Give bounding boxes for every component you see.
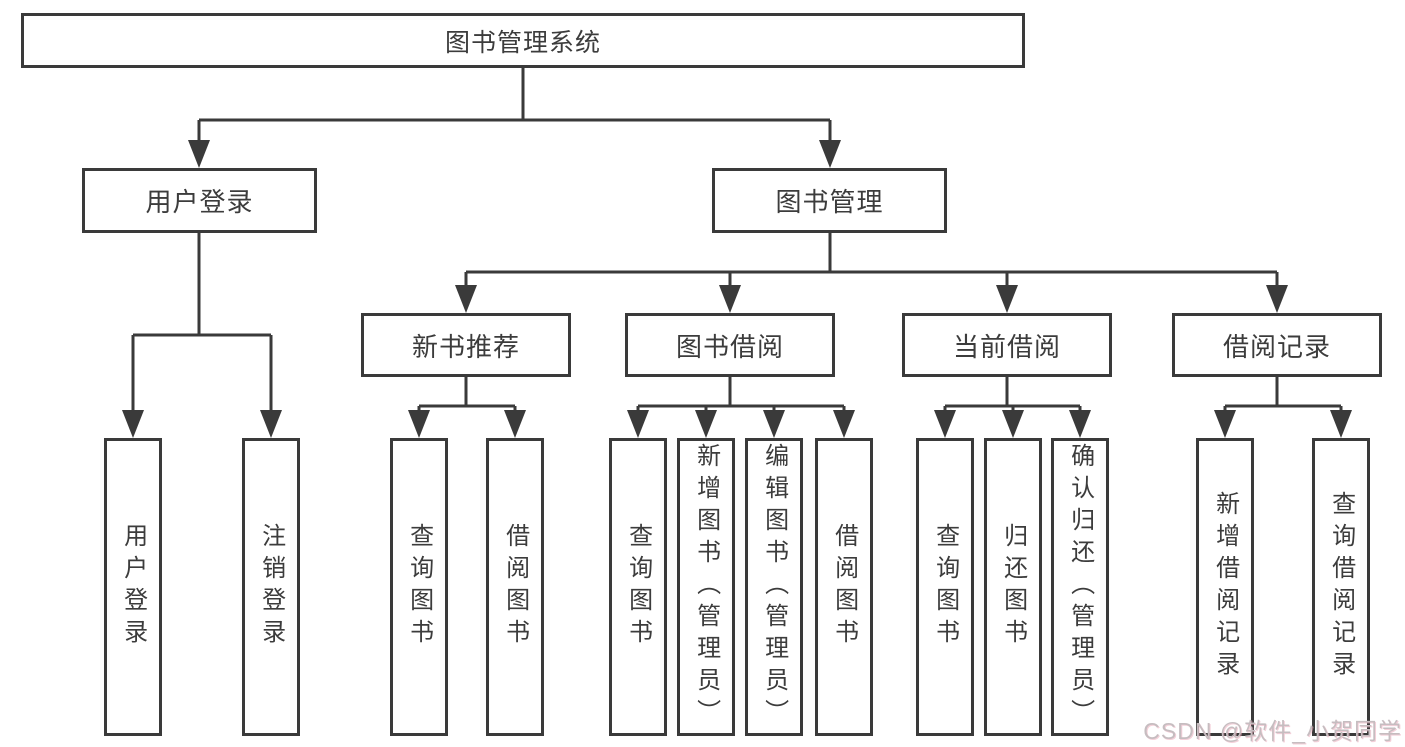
node-query-books-recommend: 查询图书 (390, 438, 448, 736)
node-query-borrow-record: 查询借阅记录 (1312, 438, 1370, 736)
node-label: 查询图书 (624, 523, 652, 651)
node-label: 注销登录 (257, 523, 285, 651)
node-label: 新增图书（管理员） (692, 443, 720, 731)
node-return-books: 归还图书 (984, 438, 1042, 736)
node-label: 借阅图书 (830, 523, 858, 651)
node-label: 查询图书 (405, 523, 433, 651)
node-label: 编辑图书（管理员） (760, 443, 788, 731)
node-user-login: 用户登录 (82, 168, 317, 233)
node-label: 新书推荐 (411, 331, 520, 362)
node-query-books-borrowing: 查询图书 (609, 438, 667, 736)
node-borrow-books-recommend: 借阅图书 (486, 438, 544, 736)
node-new-book-recommendation: 新书推荐 (361, 313, 571, 377)
node-book-borrowing: 图书借阅 (625, 313, 835, 377)
node-user-login-leaf: 用户登录 (104, 438, 162, 736)
node-label: 确认归还（管理员） (1066, 443, 1094, 731)
node-label: 当前借阅 (952, 331, 1061, 362)
arrowheads (122, 140, 1352, 438)
node-query-books-current: 查询图书 (916, 438, 974, 736)
node-borrow-books-borrowing: 借阅图书 (815, 438, 873, 736)
node-label: 用户登录 (145, 187, 254, 217)
node-label: 新增借阅记录 (1211, 491, 1239, 683)
watermark: CSDN @软件_小贺同学 (1143, 718, 1402, 744)
node-label: 归还图书 (999, 523, 1027, 651)
node-current-borrowing: 当前借阅 (902, 313, 1112, 377)
node-label: 图书借阅 (675, 331, 784, 362)
node-label: 用户登录 (119, 523, 147, 651)
node-add-books-admin: 新增图书（管理员） (677, 438, 735, 736)
node-library-management-system: 图书管理系统 (21, 13, 1025, 68)
node-confirm-return-admin: 确认归还（管理员） (1051, 438, 1109, 736)
node-add-borrow-record: 新增借阅记录 (1196, 438, 1254, 736)
node-edit-books-admin: 编辑图书（管理员） (745, 438, 803, 736)
node-label: 借阅记录 (1222, 331, 1331, 362)
node-label: 图书管理 (775, 187, 884, 217)
node-book-management: 图书管理 (712, 168, 947, 233)
node-label: 借阅图书 (501, 523, 529, 651)
node-logout: 注销登录 (242, 438, 300, 736)
node-borrowing-records: 借阅记录 (1172, 313, 1382, 377)
node-label: 图书管理系统 (444, 28, 601, 57)
node-label: 查询借阅记录 (1327, 491, 1355, 683)
node-label: 查询图书 (931, 523, 959, 651)
